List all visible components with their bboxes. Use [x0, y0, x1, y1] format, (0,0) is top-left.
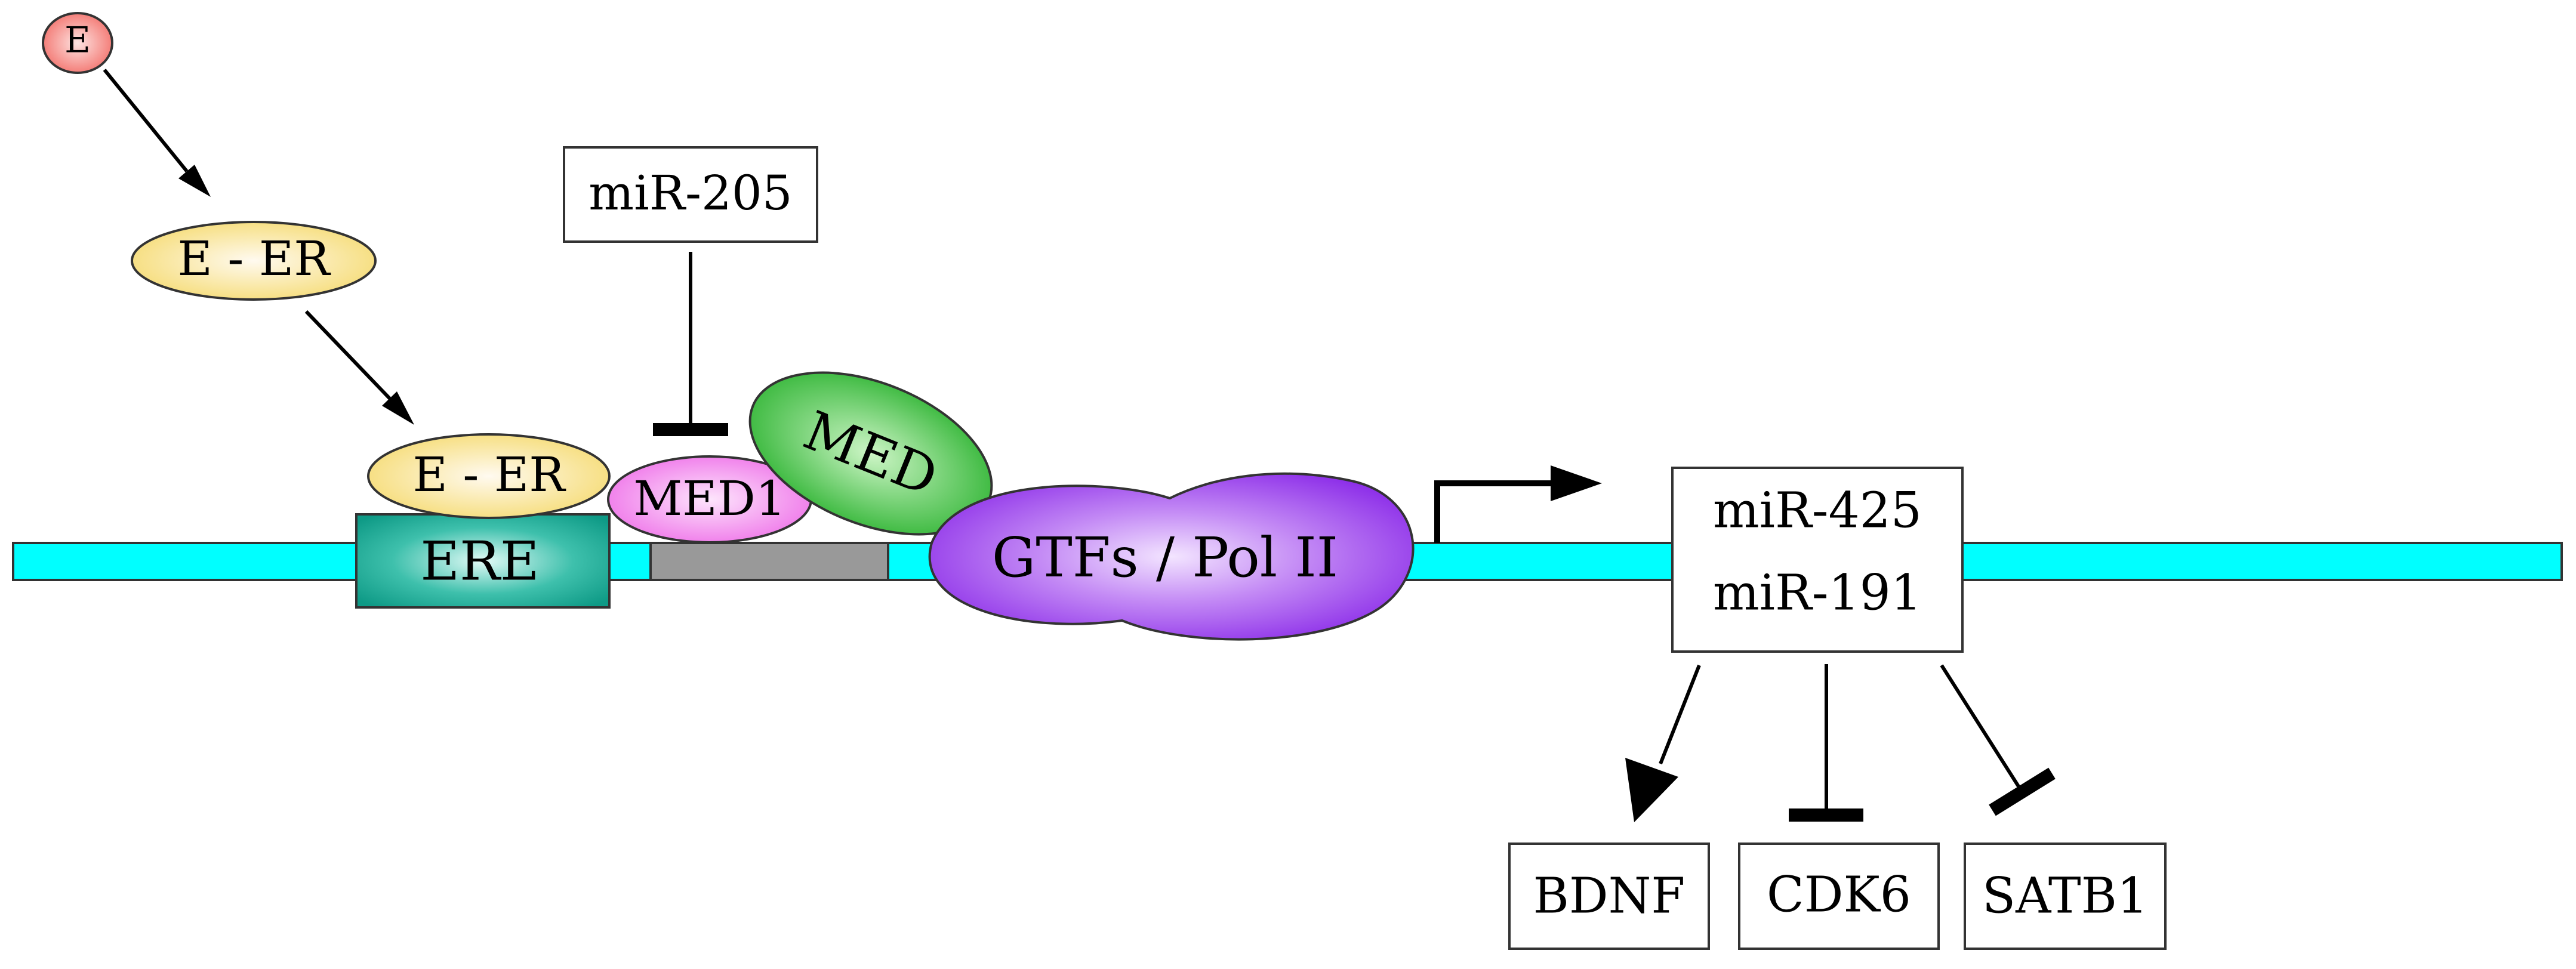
mir205-box: [563, 146, 818, 243]
arrow-e-to-eer: [103, 69, 189, 172]
med1-label: MED1: [633, 471, 785, 526]
arrowhead-eer-to-bound: [382, 391, 414, 425]
gtfs-pol2-label: GTFs / Pol II: [992, 526, 1338, 590]
arrow-eer-to-bound: [304, 310, 393, 402]
bdnf-label: BDNF: [1533, 868, 1686, 925]
inhibition-bar-satb1: [1989, 767, 2056, 816]
satb1-box: [1964, 843, 2167, 950]
estrogen-label: E: [64, 20, 91, 61]
satb1-label: SATB1: [1982, 868, 2148, 925]
cdk6-label: CDK6: [1767, 867, 1911, 924]
mir191-label: miR-191: [1713, 565, 1922, 622]
mir205-label: miR-205: [588, 165, 792, 221]
transcription-start-arrow: [1434, 480, 1552, 543]
e-er-bound-label: E - ER: [413, 447, 567, 502]
mir425-mir191-box: [1671, 467, 1964, 653]
transcription-arrowhead: [1551, 465, 1602, 501]
ere-box: [355, 513, 611, 609]
spacer-box: [649, 542, 889, 581]
e-er-free-label: E - ER: [178, 231, 332, 286]
mir425-label: miR-425: [1713, 483, 1922, 539]
bdnf-box: [1508, 843, 1710, 950]
e-er-free-node: [131, 221, 377, 301]
arrowhead-bdnf: [1625, 758, 1678, 822]
estrogen-node: [42, 12, 113, 74]
cdk6-box: [1738, 843, 1940, 950]
inhibition-mir-to-satb1: [1940, 664, 2020, 788]
arrow-mir-to-bdnf: [1659, 664, 1701, 765]
ere-label: ERE: [420, 530, 539, 592]
arrowhead-e-to-eer: [178, 165, 211, 197]
gtfs-pol2-node: [928, 472, 1415, 641]
e-er-bound-node: [367, 433, 611, 519]
